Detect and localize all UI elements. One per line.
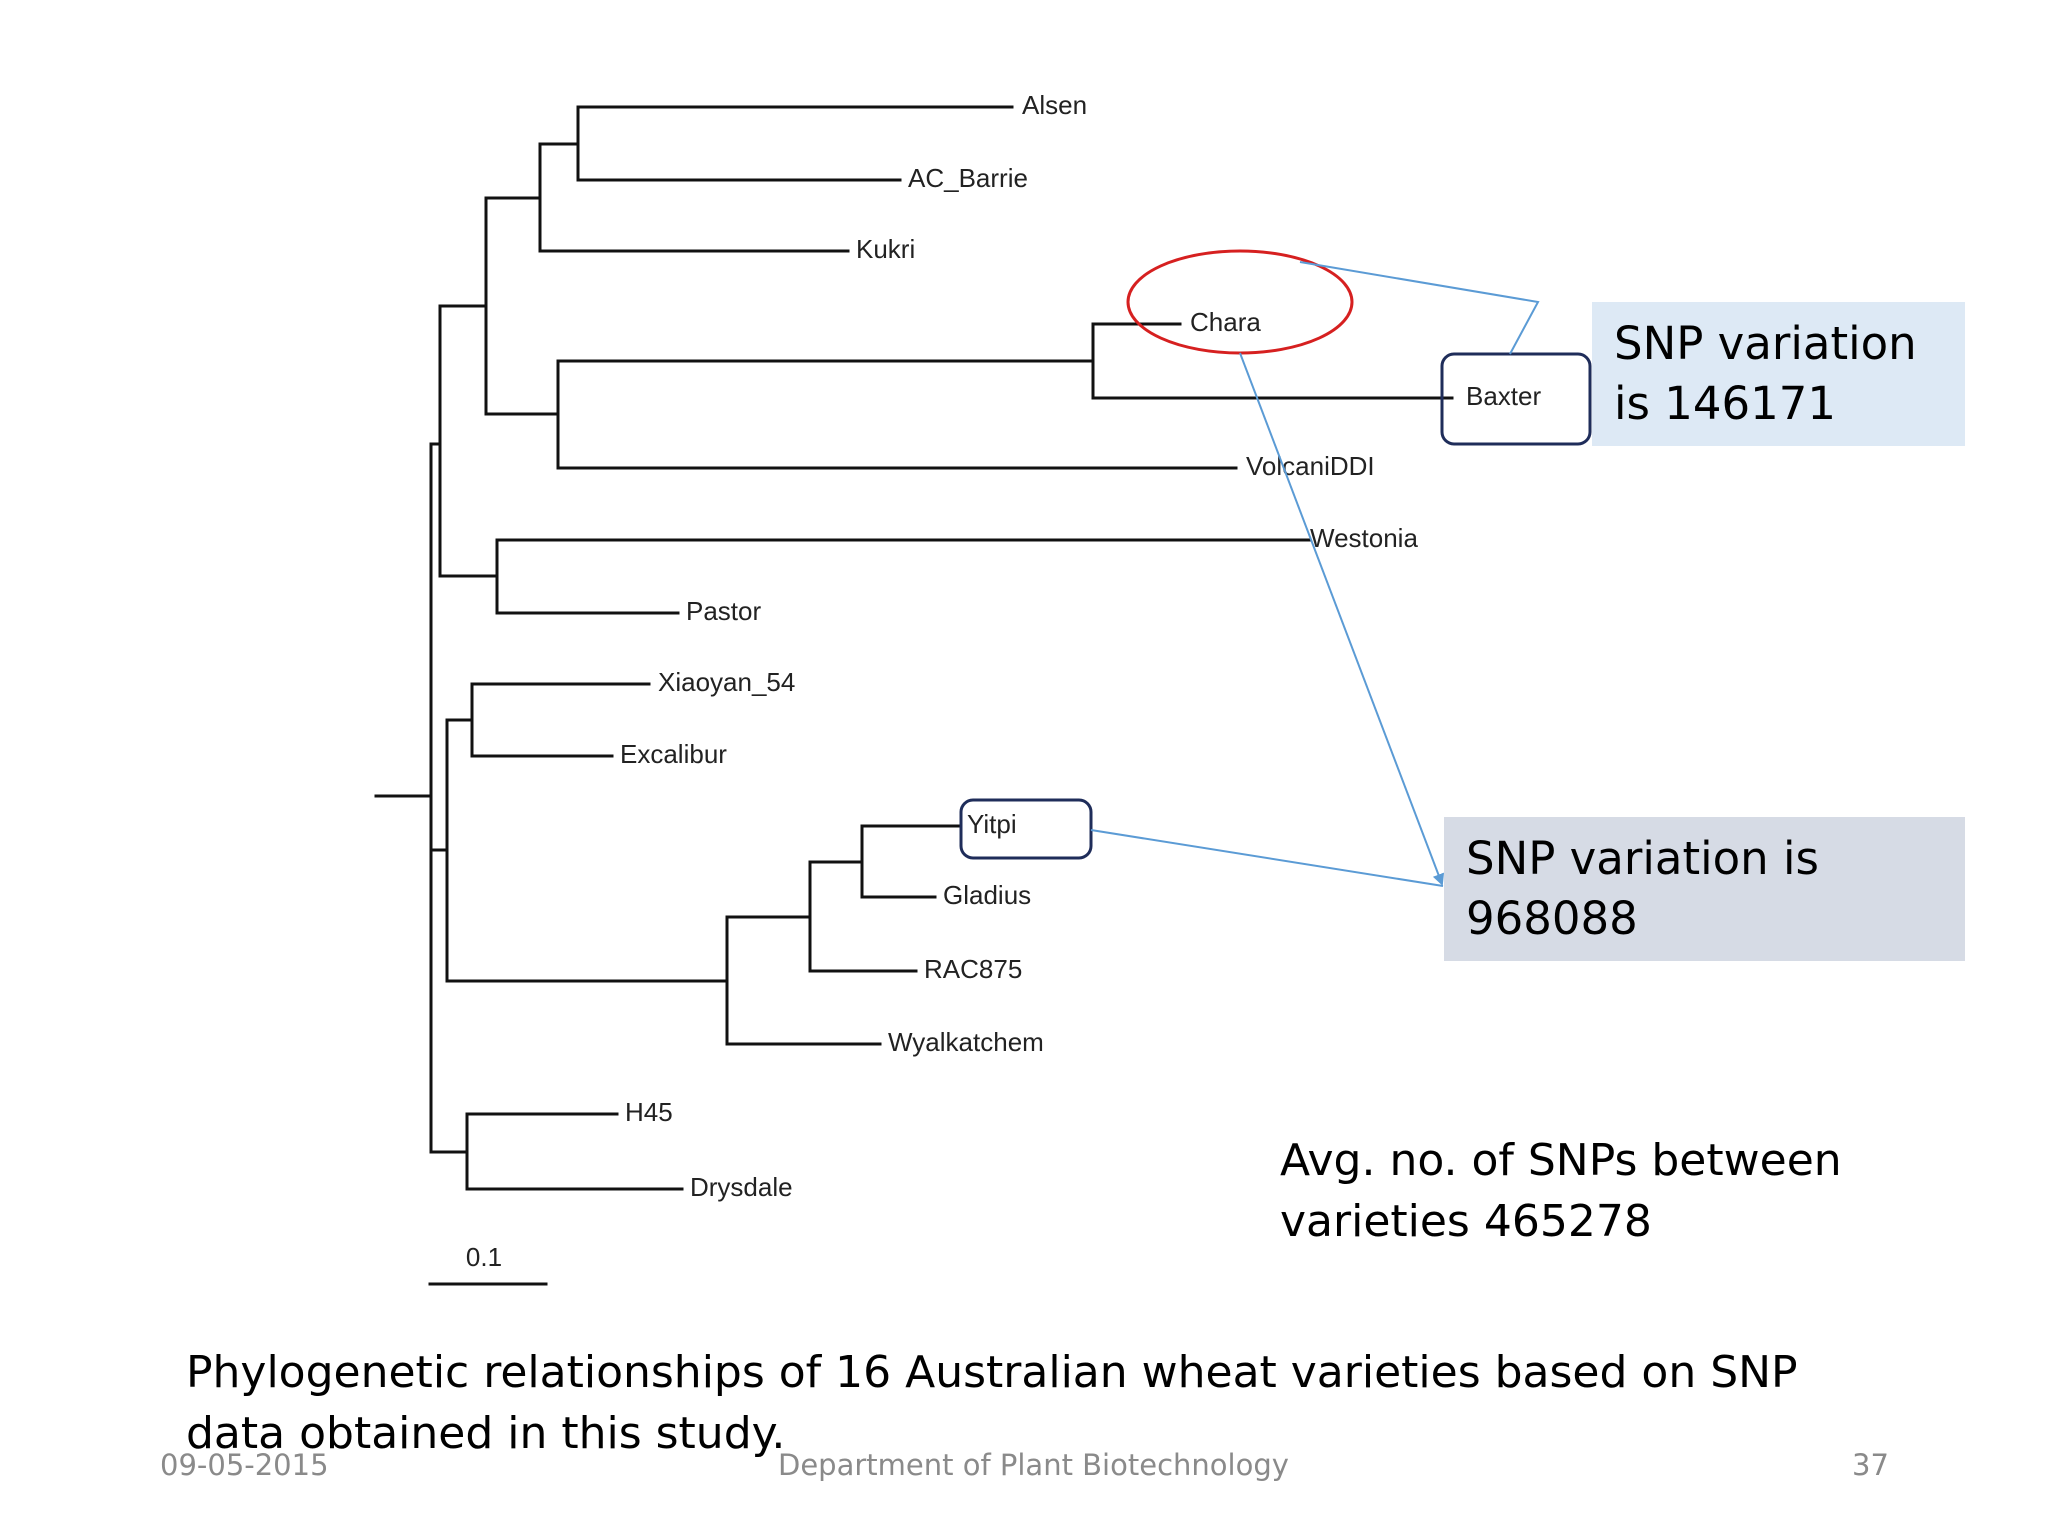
footer-department: Department of Plant Biotechnology: [778, 1448, 1289, 1482]
taxon-label-gladius: Gladius: [943, 880, 1031, 910]
taxon-label-excalibur: Excalibur: [620, 739, 727, 769]
footer-date: 09-05-2015: [160, 1448, 329, 1482]
arrow-chara-to-callout: [1239, 352, 1445, 886]
taxon-label-drysdale: Drysdale: [690, 1172, 793, 1202]
chara-highlight-ellipse: [1126, 249, 1354, 355]
figure-caption: Phylogenetic relationships of 16 Austral…: [186, 1347, 1798, 1459]
tree-labels: AlsenAC_BarrieKukriCharaBaxterVolcaniDDI…: [466, 90, 1542, 1272]
average-snp-note: Avg. no. of SNPs between varieties 46527…: [1280, 1135, 1842, 1247]
taxon-label-ac-barrie: AC_Barrie: [908, 163, 1028, 193]
taxon-label-kukri: Kukri: [856, 234, 915, 264]
callout-snp-variation-baxter-chara: SNP variation is 146171: [1592, 302, 1965, 446]
tree-branches: [374, 105, 1454, 1286]
footer-page-number: 37: [1852, 1448, 1889, 1482]
callout-snp-variation-chara-yitpi: SNP variation is 968088: [1444, 817, 1965, 961]
connector-chara-baxter-callout: [1299, 261, 1540, 355]
taxon-label-alsen: Alsen: [1022, 90, 1087, 120]
taxon-label-chara: Chara: [1190, 307, 1261, 337]
tree-annotations: [959, 249, 1592, 887]
taxon-label-wyalkatchem: Wyalkatchem: [888, 1027, 1044, 1057]
taxon-label-baxter: Baxter: [1466, 381, 1541, 411]
yitpi-highlight-box: [959, 798, 1093, 860]
taxon-label-xiaoyan-54: Xiaoyan_54: [658, 667, 795, 697]
taxon-label-volcaniddi: VolcaniDDI: [1246, 451, 1375, 481]
taxon-label-yitpi: Yitpi: [967, 809, 1017, 839]
scale-bar-label: 0.1: [466, 1242, 502, 1272]
taxon-label-h45: H45: [625, 1097, 673, 1127]
taxon-label-westonia: Westonia: [1310, 523, 1418, 553]
baxter-highlight-box: [1440, 352, 1592, 446]
taxon-label-rac875: RAC875: [924, 954, 1022, 984]
connector-yitpi-callout: [1090, 829, 1444, 887]
taxon-label-pastor: Pastor: [686, 596, 761, 626]
